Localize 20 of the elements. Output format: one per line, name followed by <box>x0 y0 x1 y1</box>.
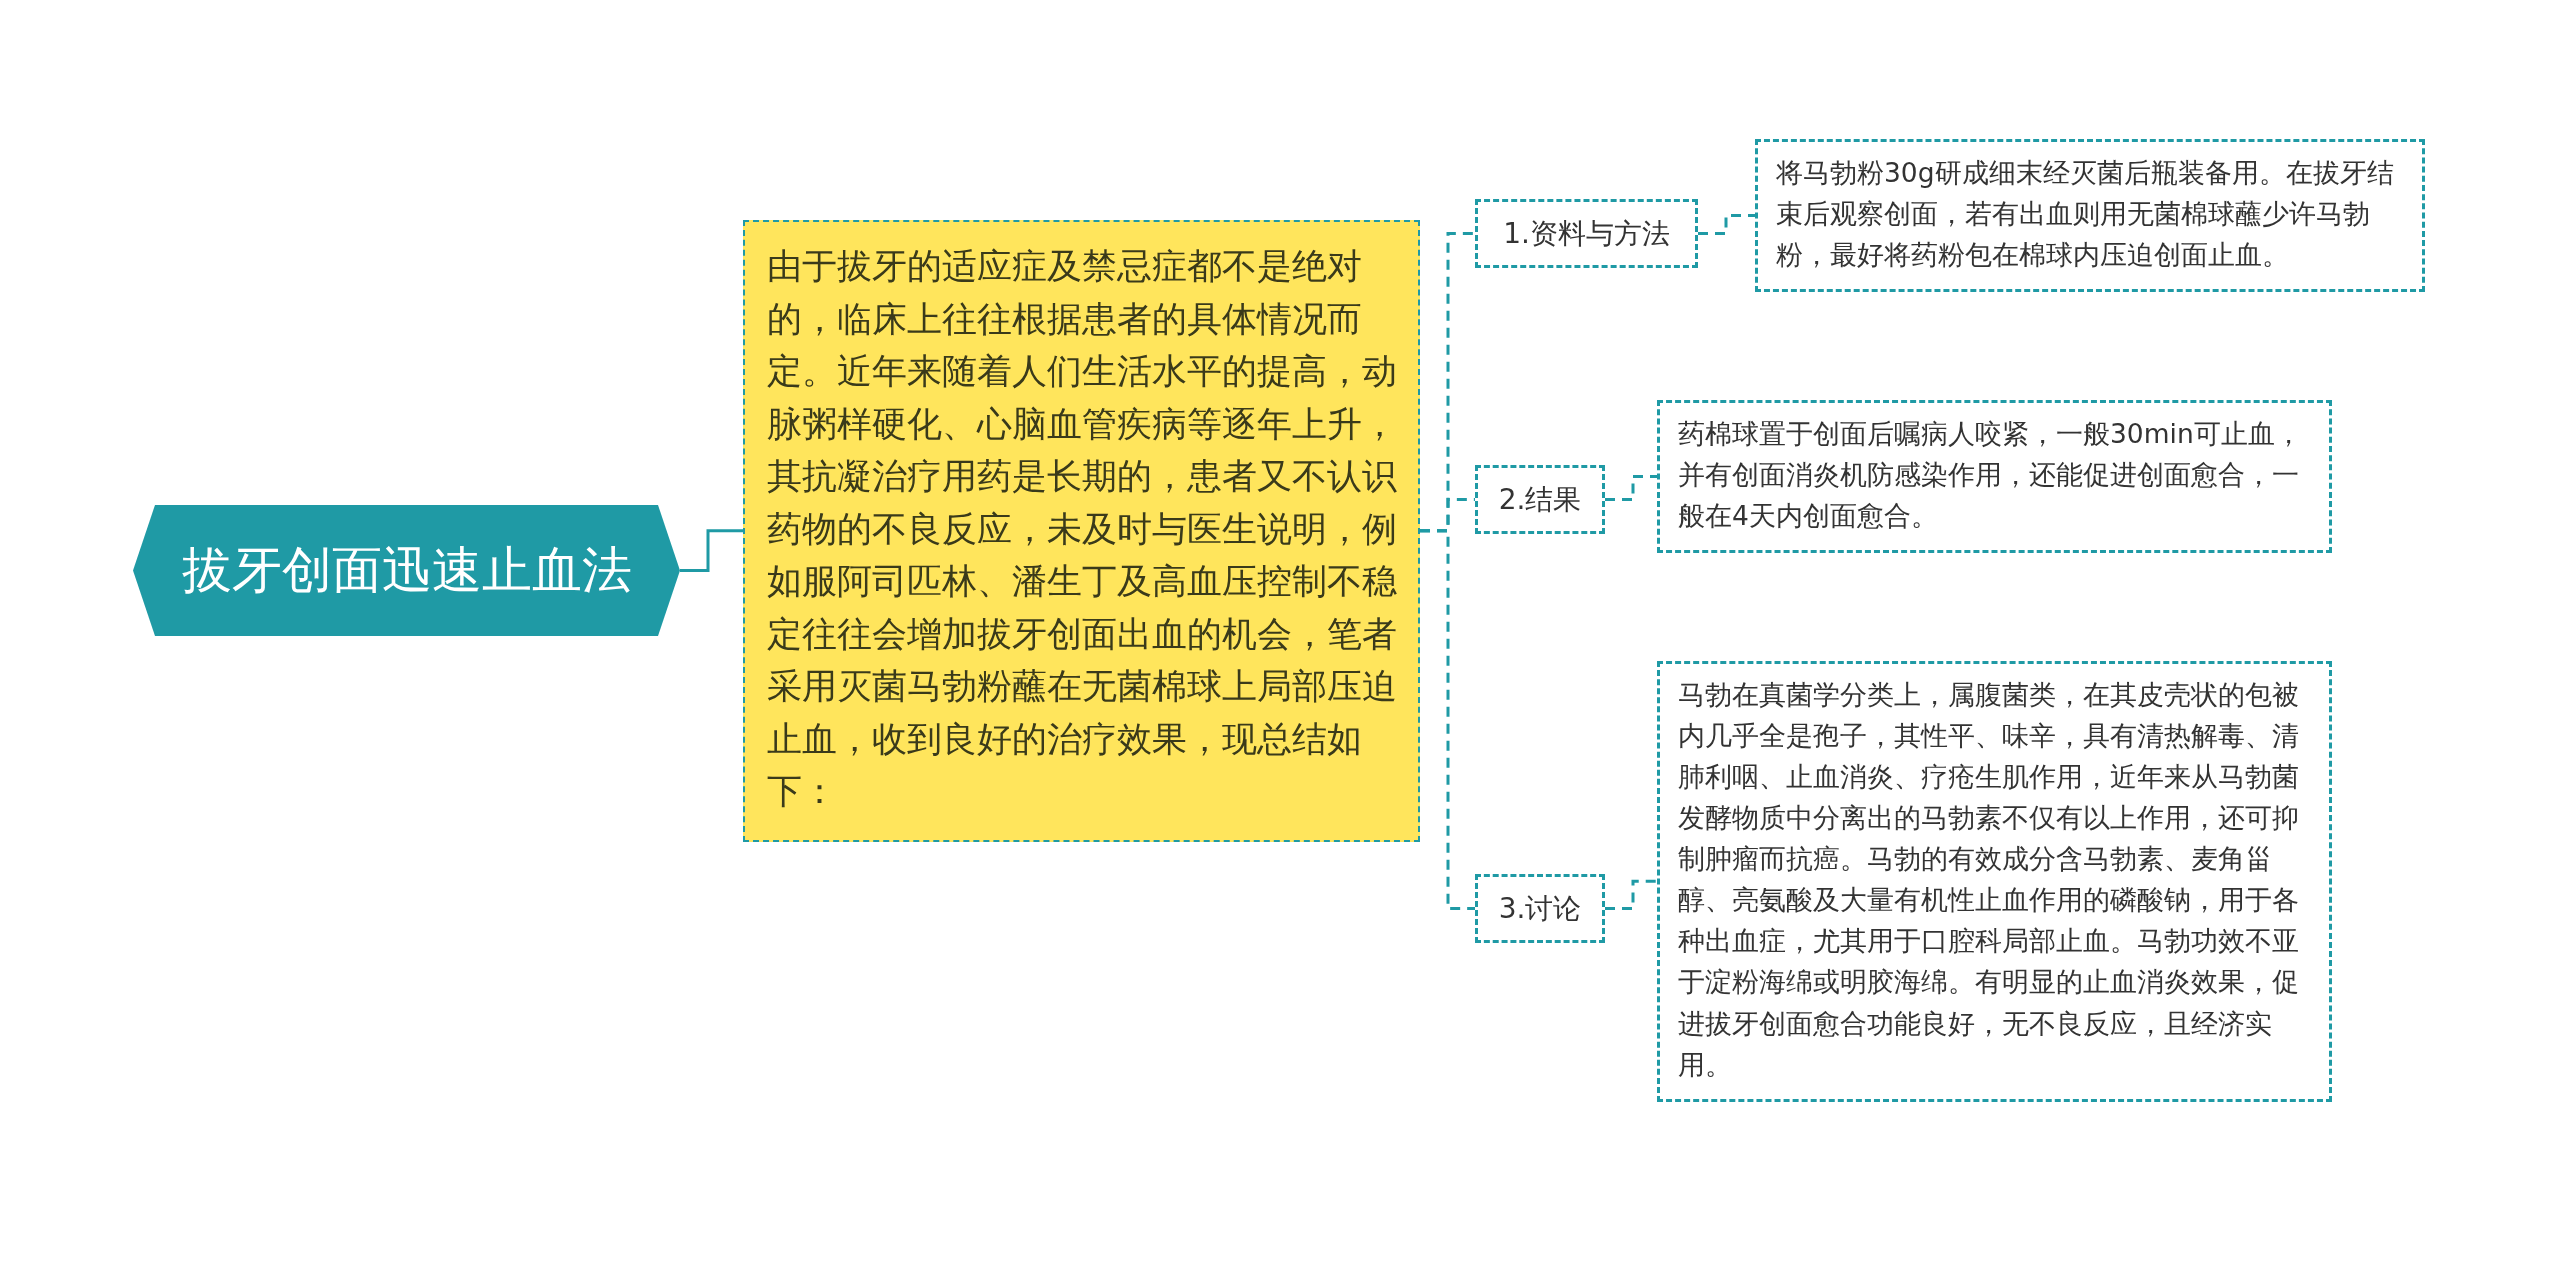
detail-box <box>1657 400 2332 554</box>
topic-title: 拔牙创面迅速止血法 <box>181 540 632 601</box>
detail-box <box>1755 139 2425 293</box>
section-title: 1.资料与方法 <box>1502 216 1671 252</box>
connector-line <box>1698 214 1755 236</box>
summary-text: 由于拔牙的适应症及禁忌症都不是绝对的，临床上往往根据患者的具体情况而定。近年来随着人们生活水平的提高，动脉粥样硬化、心脑血管疾病等逐年上升，其抗凝治疗用药是长期的，患者又不认识药物的不良反应，未及时与医生说明，例如服阿司匹林、潘生丁及高血压控制不稳定往往会增加拔牙创面出血的机会，笔者采用灭菌马勃粉蘸在无菌棉球上局部压迫止血，收到良好的治疗效果，现总结如下： <box>767 245 1398 813</box>
section-title: 2.结果 <box>1497 482 1583 518</box>
section-title: 3.讨论 <box>1497 891 1583 927</box>
connector-line <box>1605 475 1657 502</box>
section-box <box>1475 199 1698 269</box>
section-box <box>1475 465 1605 535</box>
connector-line <box>1605 879 1657 911</box>
detail-box <box>1657 661 2332 1102</box>
section-box <box>1475 874 1605 944</box>
detail-text: 将马勃粉30g研成细末经灭菌后瓶装备用。在拔牙结束后观察创面，若有出血则用无菌棉球蘸少许马勃粉，最好将药粉包在棉球内压迫创面止血。 <box>1776 156 2395 273</box>
connector-line <box>680 529 743 572</box>
detail-text: 马勃在真菌学分类上，属腹菌类，在其皮壳状的包被内几乎全是孢子，其性平、味辛，具有清热解毒、清肺利咽、止血消炎、疗疮生肌作用，近年来从马勃菌发酵物质中分离出的马勃素不仅有以上作用，还可抑制肿瘤而抗癌。马勃的有效成分含马勃素、麦角甾醇、亮氨酸及大量有机性止血作用的磷酸钠，用于各种出血症，尤其用于口腔科局部止血。马勃功效不亚于淀粉海绵或明胶海绵。有明显的止血消炎效果，促进拔牙创面愈合功能良好，无不良反应，且经济实用。 <box>1678 678 2300 1082</box>
connector-line <box>1420 529 1475 911</box>
detail-text: 药棉球置于创面后嘱病人咬紧，一般30min可止血，并有创面消炎机防感染作用，还能促进创面愈合，一般在4天内创面愈合。 <box>1678 417 2303 534</box>
topic-hexagon <box>133 505 680 636</box>
